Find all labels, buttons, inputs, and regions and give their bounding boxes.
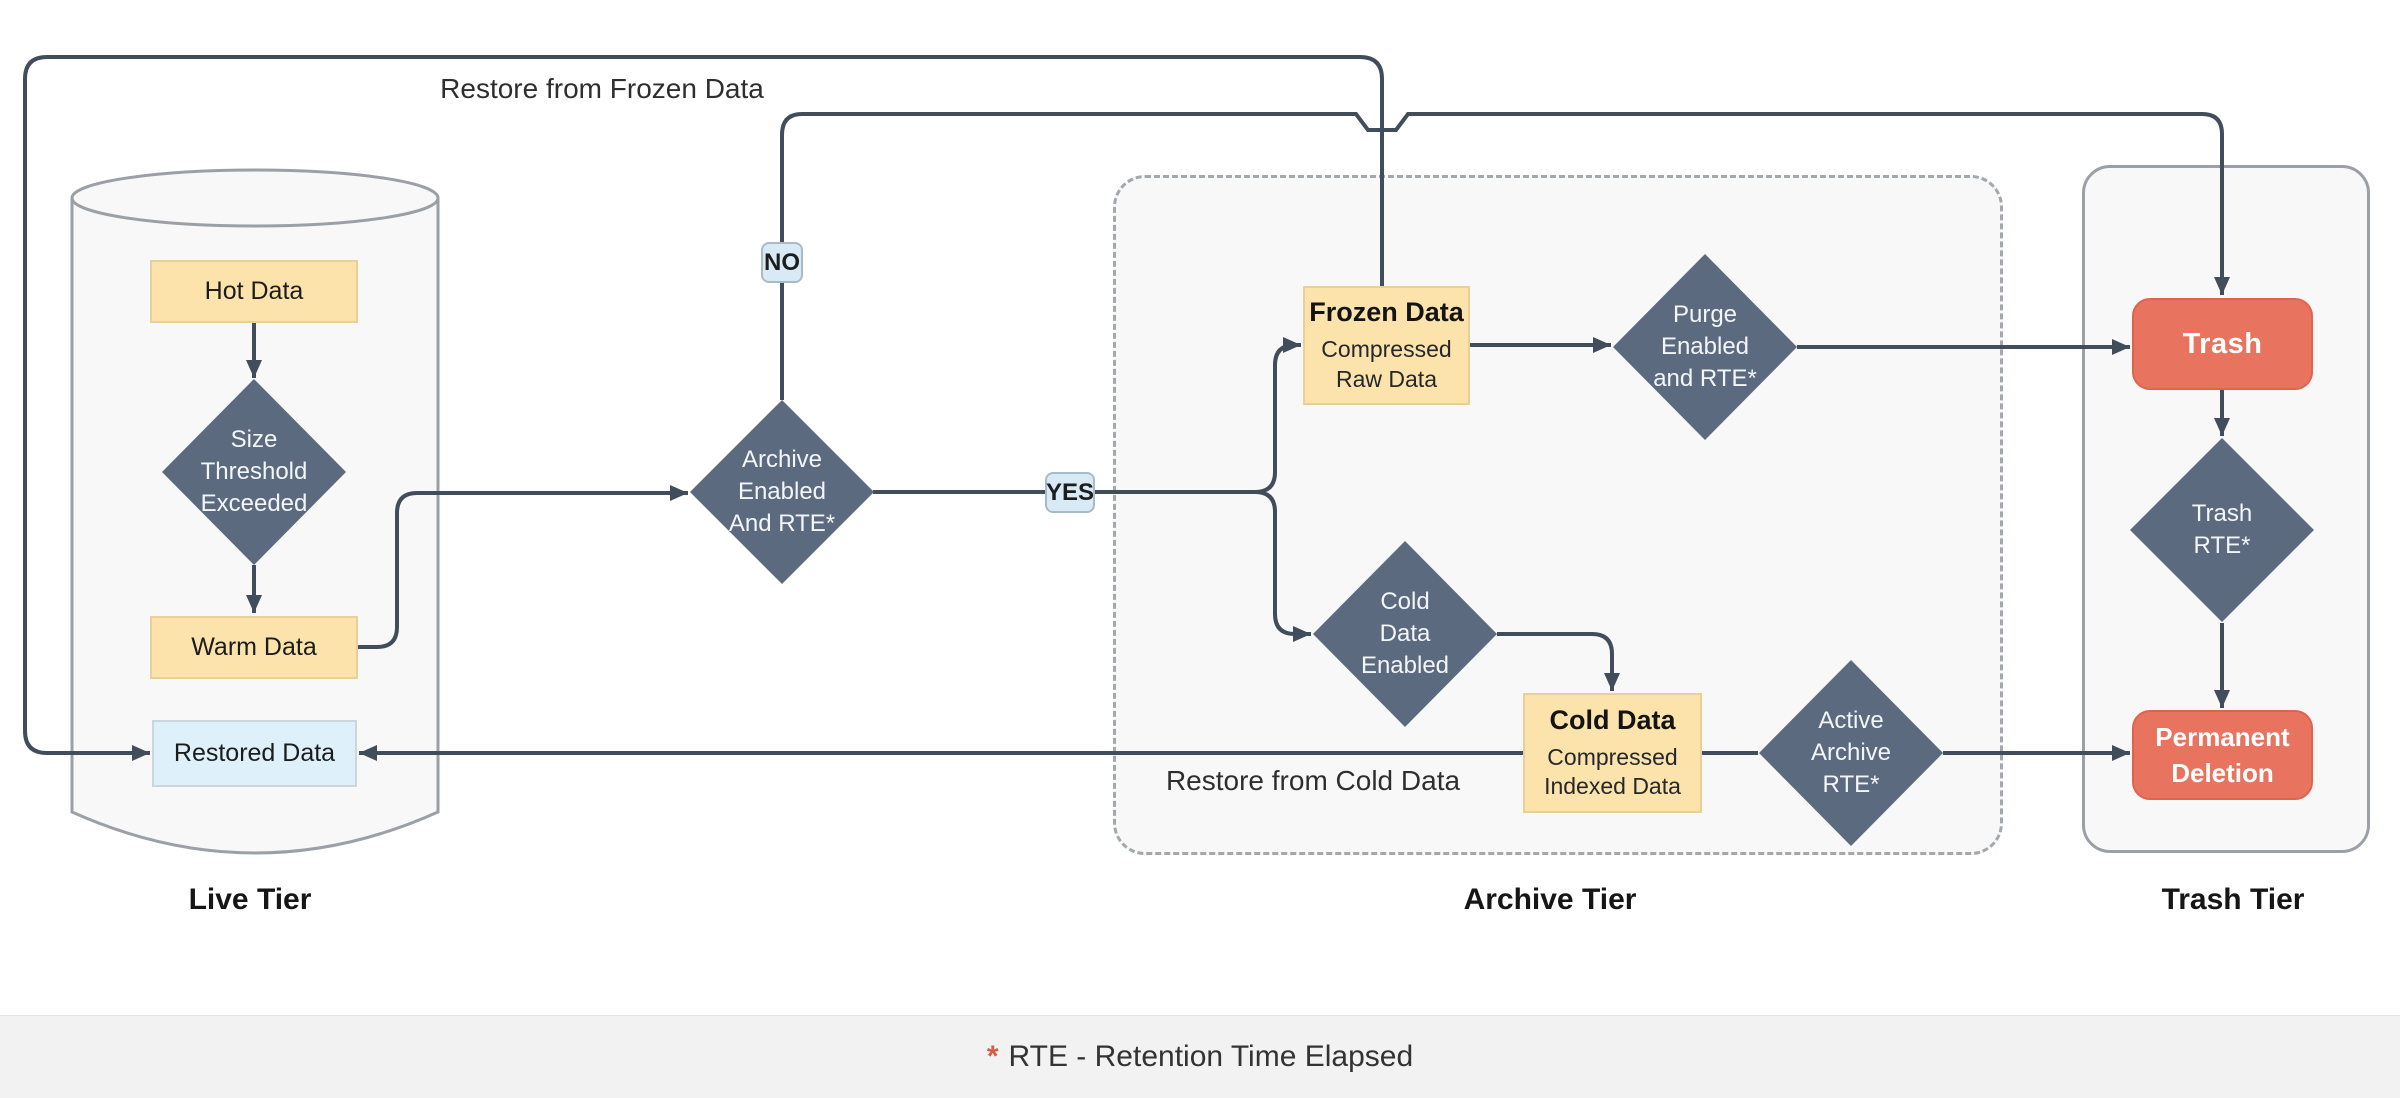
cold-data-subtitle: Compressed Indexed Data <box>1544 743 1681 799</box>
trash-rte-label: Trash RTE* <box>2191 500 2253 559</box>
restored-data-label: Restored Data <box>173 739 336 767</box>
live-tier-cylinder-top <box>70 168 440 228</box>
size-threshold-label: Size Threshold Exceeded <box>200 426 308 517</box>
no-badge-label: NO <box>764 248 800 276</box>
cold-data-title: Cold Data <box>1549 704 1676 735</box>
no-badge: NO <box>761 242 803 283</box>
edge-warm-to-archive-enabled <box>358 485 688 649</box>
hot-data-label: Hot Data <box>204 277 304 305</box>
node-trash: Trash <box>2132 298 2313 390</box>
node-restored-data: Restored Data <box>152 720 357 787</box>
cold-enabled-label: Cold Data Enabled <box>1360 588 1450 679</box>
node-cold-data: Cold Data Compressed Indexed Data <box>1523 693 1702 813</box>
trash-label: Trash <box>2182 327 2263 360</box>
footer-note-text: RTE - Retention Time Elapsed <box>1008 1040 1414 1073</box>
restore-from-cold-label: Restore from Cold Data <box>1165 765 1461 796</box>
node-permanent-deletion: Permanent Deletion <box>2132 710 2313 800</box>
footer-note-bar: * RTE - Retention Time Elapsed <box>0 1015 2400 1098</box>
node-hot-data: Hot Data <box>150 260 358 323</box>
archive-enabled-label: Archive Enabled And RTE* <box>728 446 836 537</box>
node-frozen-data: Frozen Data Compressed Raw Data <box>1303 286 1470 405</box>
frozen-data-title: Frozen Data <box>1309 297 1464 328</box>
warm-data-label: Warm Data <box>191 633 317 661</box>
frozen-data-subtitle: Compressed Raw Data <box>1321 336 1452 392</box>
archive-tier-caption: Archive Tier <box>1463 883 1637 916</box>
active-archive-label: Active Archive RTE* <box>1810 707 1892 798</box>
purge-enabled-label: Purge Enabled and RTE* <box>1653 301 1757 392</box>
permanent-deletion-label: Permanent Deletion <box>2155 721 2290 788</box>
live-tier-caption: Live Tier <box>188 883 312 916</box>
yes-badge-label: YES <box>1045 478 1095 506</box>
footer-asterisk: * <box>986 1040 999 1073</box>
node-warm-data: Warm Data <box>150 616 358 679</box>
restore-from-frozen-label: Restore from Frozen Data <box>440 73 764 104</box>
yes-badge: YES <box>1045 472 1095 513</box>
trash-tier-caption: Trash Tier <box>2161 883 2305 916</box>
